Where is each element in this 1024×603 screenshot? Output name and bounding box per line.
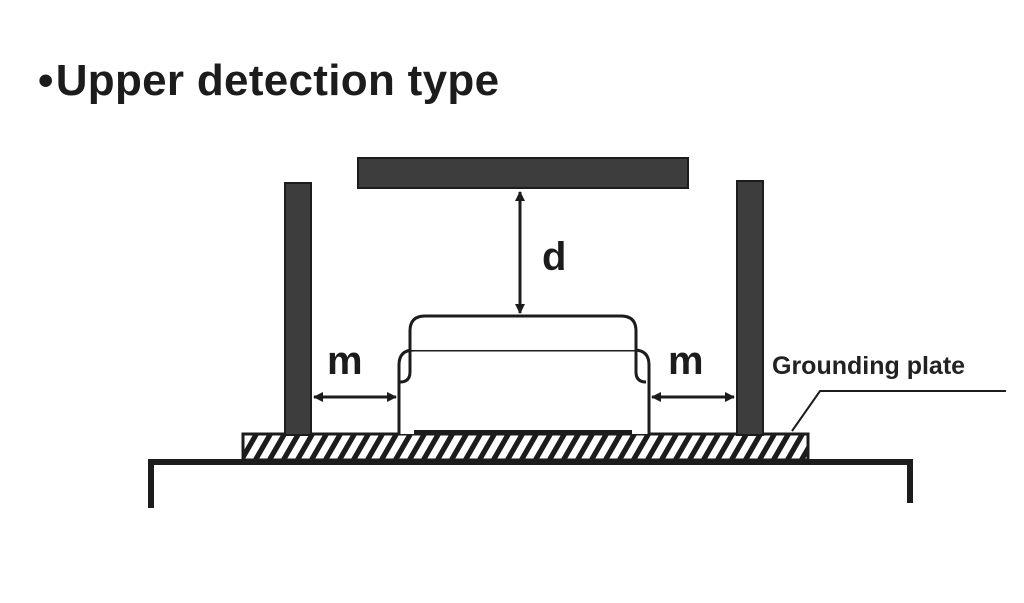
grounding-plate-leader: [791, 390, 1006, 432]
margin-right-label: m: [668, 339, 704, 383]
title-bullet: •: [38, 56, 54, 105]
margin-left-label: m: [327, 339, 363, 383]
right-side-wall: [736, 180, 764, 436]
grounding-plate-label: Grounding plate: [772, 352, 965, 380]
sensing-object: [397, 314, 651, 435]
base-frame: [148, 459, 913, 508]
diagram-title: •Upper detection type: [38, 56, 499, 106]
grounding-plate: [241, 432, 810, 462]
distance-label: d: [542, 235, 566, 279]
top-sensor-bar: [357, 157, 689, 189]
title-text: Upper detection type: [55, 56, 500, 105]
left-side-wall: [284, 182, 312, 436]
